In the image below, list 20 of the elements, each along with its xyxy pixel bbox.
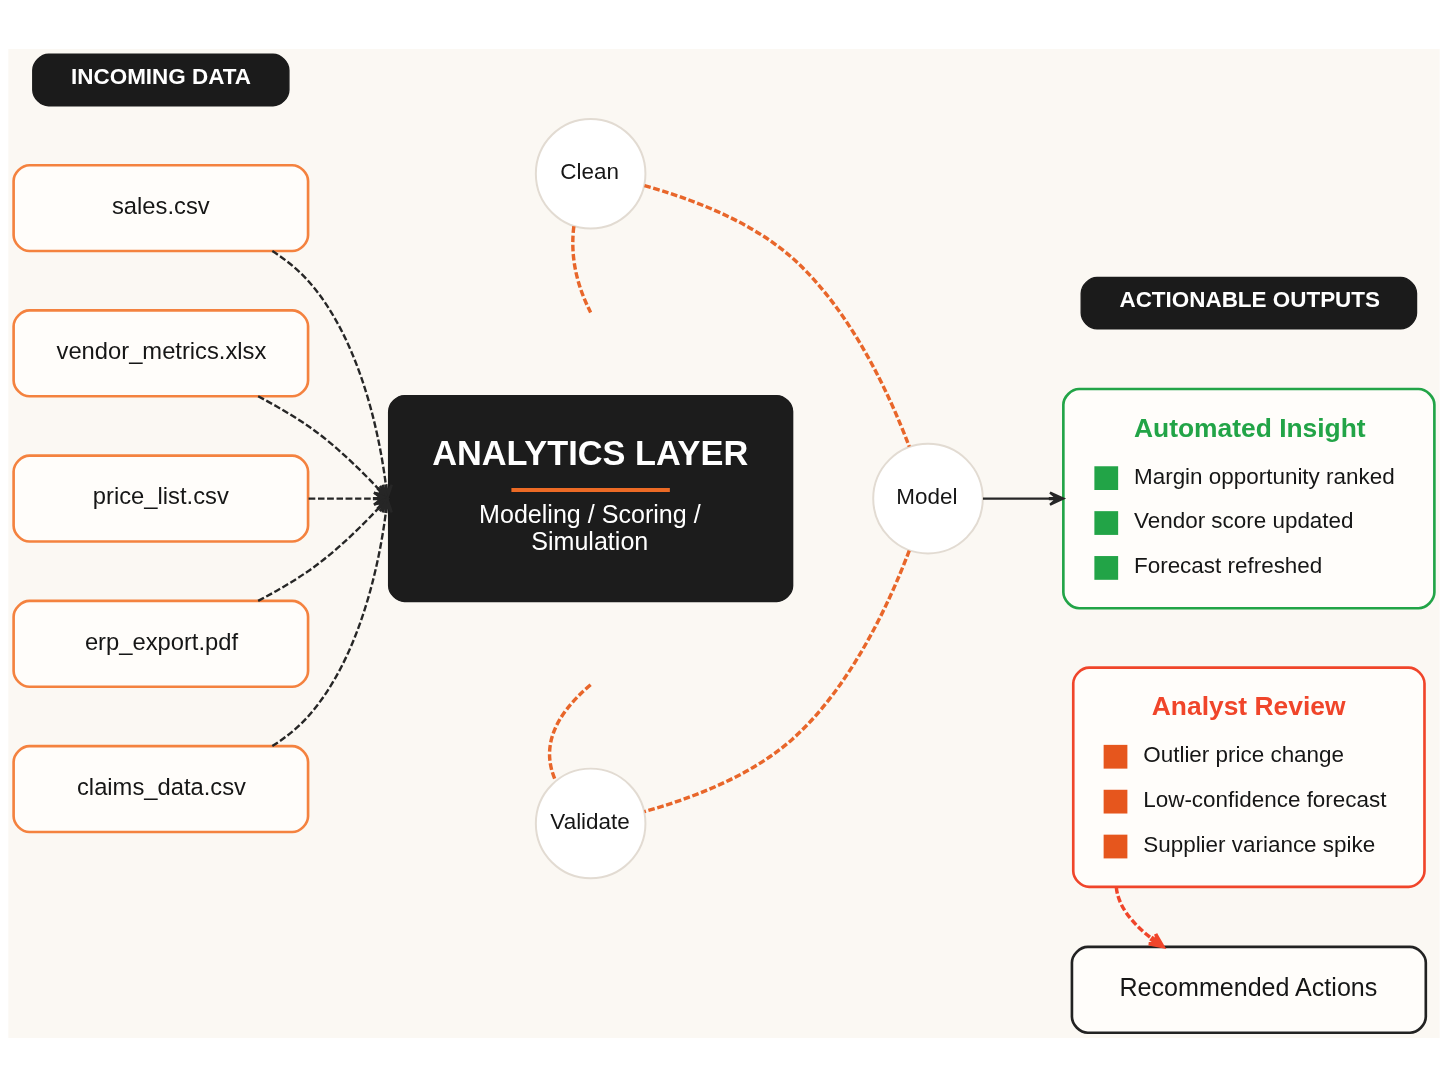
node-box: Recommended Actions [1070, 945, 1428, 1034]
connector [547, 683, 592, 781]
node-circle: Clean [534, 117, 647, 230]
connector [571, 225, 593, 313]
connector [644, 183, 911, 447]
connector [644, 549, 911, 813]
arrow [1114, 886, 1165, 948]
node-box: erp_export.pdf [12, 599, 310, 688]
node-circle: Validate [534, 767, 647, 879]
node-box: price_list.csv [12, 453, 310, 543]
node-box: INCOMING DATA [32, 53, 290, 106]
node-box: claims_data.csv [12, 744, 310, 833]
node-circle: Model [872, 442, 984, 554]
node-box: vendor_metrics.xlsx [12, 308, 310, 398]
node-box: sales.csv [12, 163, 310, 252]
arrow [982, 490, 1065, 506]
node-box: Automated Insight Margin opportunity ranked Vendor score updated Forecast refreshed [1062, 387, 1436, 610]
node-box: Analyst Review Outlier price change Low-confidence forecast Supplier variance spike [1071, 665, 1426, 888]
node-box: ANALYTICS LAYER Modeling / Scoring / Simulation [387, 394, 794, 602]
node-box: ACTIONABLE OUTPUTS [1080, 276, 1418, 330]
